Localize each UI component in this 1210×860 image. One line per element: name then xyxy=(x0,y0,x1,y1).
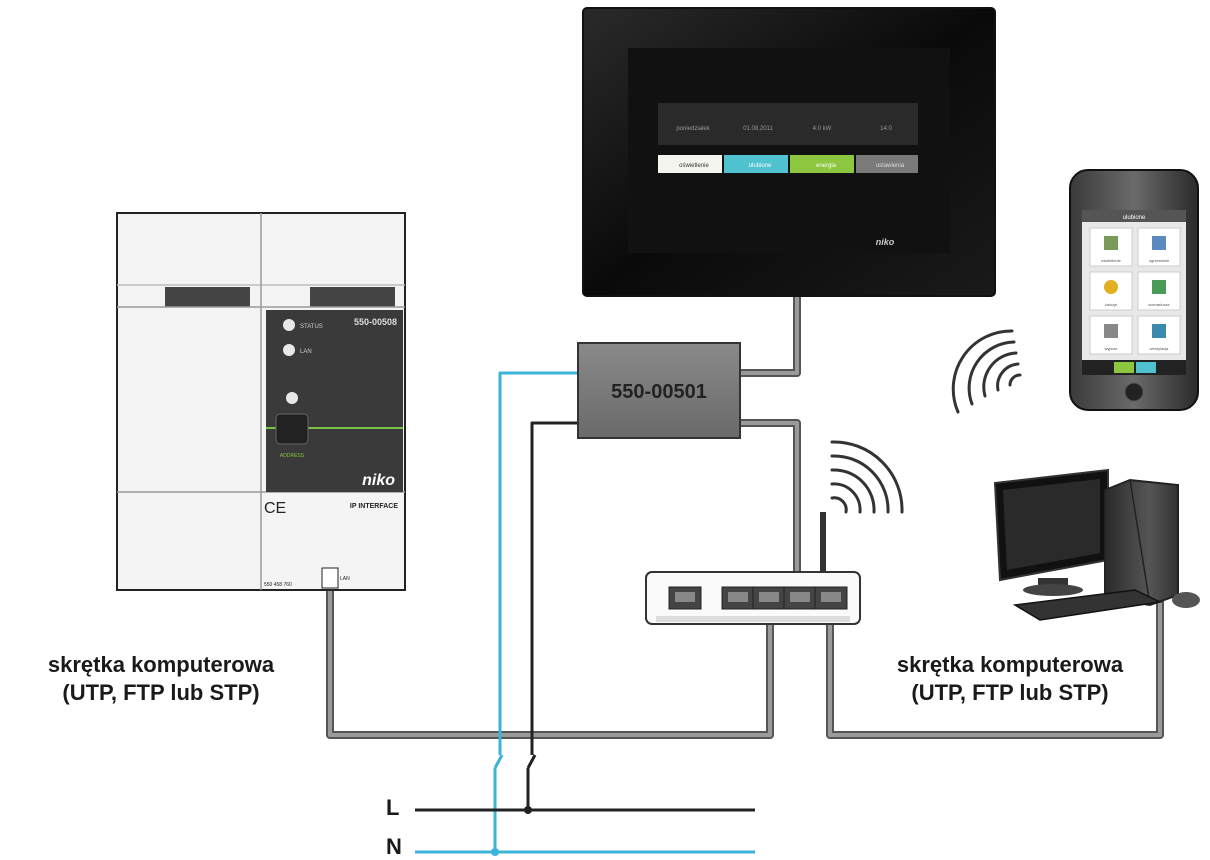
ce-mark: CE xyxy=(264,500,286,517)
svg-text:ustawienia: ustawienia xyxy=(876,163,905,169)
router-wifi-waves xyxy=(830,440,904,514)
cable-label-left: skrętka komputerowa (UTP, FTP lub STP) xyxy=(6,651,316,707)
tile-lighting[interactable] xyxy=(658,155,722,173)
svg-text:energia: energia xyxy=(816,163,837,169)
svg-text:ulubione: ulubione xyxy=(749,163,772,169)
cables xyxy=(326,296,1164,856)
address-button[interactable] xyxy=(275,413,309,445)
touchscreen-display xyxy=(628,48,950,253)
module-code: 550-00508 xyxy=(354,317,397,327)
switch-ports xyxy=(668,586,848,610)
touchscreen-brand: niko xyxy=(876,237,895,247)
power-supply: 550-00501 xyxy=(577,342,741,439)
svg-text:oświetlenie: oświetlenie xyxy=(679,163,709,169)
ip-interface-module: 550-00508 STATUS LAN ADDRESS niko CE IP … xyxy=(116,212,406,591)
svg-text:wentylacja: wentylacja xyxy=(1150,346,1169,351)
cable-label-left-line2: (UTP, FTP lub STP) xyxy=(62,680,260,705)
phone-app-grid xyxy=(1089,227,1181,355)
svg-text:wyjście: wyjście xyxy=(1105,346,1119,351)
tile-favorites[interactable] xyxy=(724,155,788,173)
svg-text:ogrzewanie: ogrzewanie xyxy=(1149,258,1170,263)
svg-text:4:0 kW: 4:0 kW xyxy=(813,126,832,132)
module-type: IP INTERFACE xyxy=(350,503,398,510)
line-label-N: N xyxy=(386,834,402,859)
tile-settings[interactable] xyxy=(856,155,918,173)
phone-wifi-waves xyxy=(951,329,1022,414)
svg-text:LAN: LAN xyxy=(300,349,312,355)
lan-led xyxy=(283,344,295,356)
svg-text:01.08.2011: 01.08.2011 xyxy=(743,126,773,132)
cable-psu-switch xyxy=(740,419,801,582)
module-serial: 550 458 760 xyxy=(264,582,292,588)
touchscreen: poniedziałek 01.08.2011 4:0 kW 14:0 oświ… xyxy=(582,7,996,297)
svg-text:ulubione: ulubione xyxy=(1123,215,1146,221)
cable-screen-psu xyxy=(740,296,801,377)
svg-text:poniedziałek: poniedziałek xyxy=(676,126,710,132)
address-led xyxy=(286,392,298,404)
psu-code: 550-00501 xyxy=(611,381,707,403)
computer-tower xyxy=(1104,478,1179,607)
module-terminal xyxy=(321,567,339,589)
svg-text:ADDRESS: ADDRESS xyxy=(280,453,305,459)
desktop-computer xyxy=(993,468,1200,621)
cable-label-right: skrętka komputerowa (UTP, FTP lub STP) xyxy=(830,651,1190,707)
svg-text:żaluzje: żaluzje xyxy=(1105,302,1118,307)
live-wire xyxy=(415,421,755,812)
keyboard xyxy=(1012,589,1163,621)
module-front-panel xyxy=(266,310,403,492)
svg-text:14:0: 14:0 xyxy=(880,126,892,132)
cable-label-left-line1: skrętka komputerowa xyxy=(47,652,275,677)
svg-text:scenariusze: scenariusze xyxy=(1148,302,1170,307)
cable-label-right-line1: skrętka komputerowa xyxy=(896,652,1124,677)
line-label-L: L xyxy=(386,795,400,820)
mouse xyxy=(1172,592,1200,608)
network-switch xyxy=(645,512,861,625)
tile-energy[interactable] xyxy=(790,155,854,173)
status-led xyxy=(283,319,295,331)
svg-text:STATUS: STATUS xyxy=(300,324,323,330)
phone-home-button[interactable] xyxy=(1124,382,1144,402)
module-brand: niko xyxy=(362,472,395,489)
svg-text:oświetlenie: oświetlenie xyxy=(1101,258,1122,263)
svg-text:LAN: LAN xyxy=(340,576,350,582)
smartphone: ulubione oświetlenie ogrzewanie żaluzje … xyxy=(1069,169,1199,411)
cable-label-right-line2: (UTP, FTP lub STP) xyxy=(911,680,1109,705)
